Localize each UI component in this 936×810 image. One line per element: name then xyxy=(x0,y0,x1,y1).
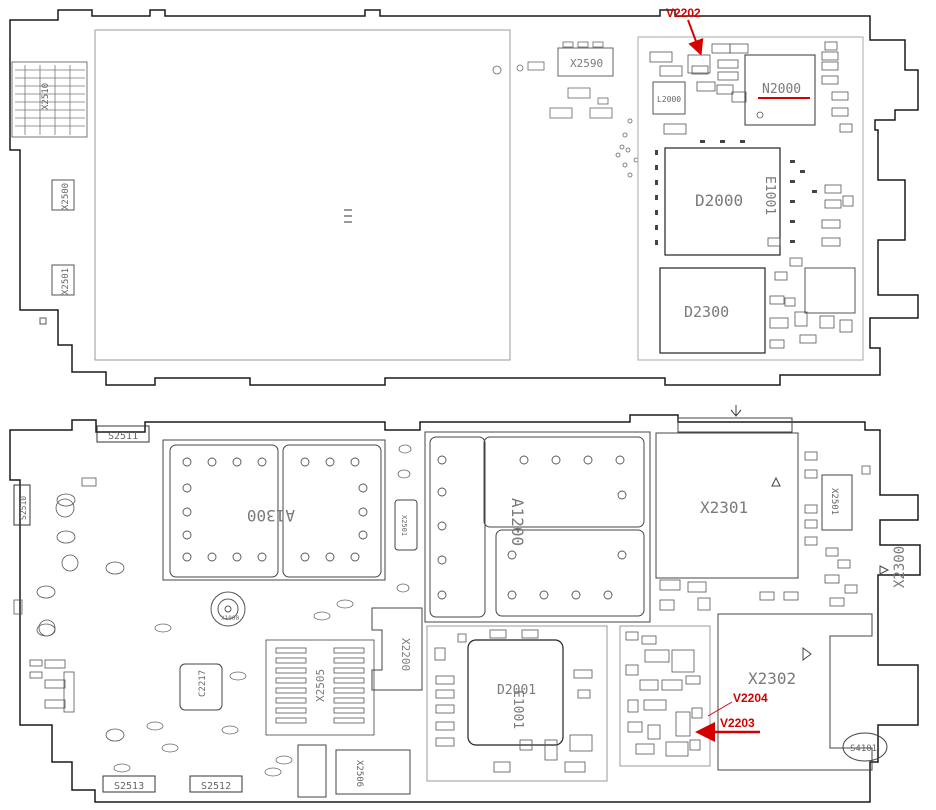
label-x2505: X2505 xyxy=(314,669,327,702)
label-e1001-top: E1001 xyxy=(762,176,777,215)
label-x2200: X2200 xyxy=(399,638,412,671)
top-board: X2510 X2500 X2501 X2590 N2000 xyxy=(9,9,919,386)
x2501-small xyxy=(394,499,418,551)
antenna-arrow xyxy=(730,409,742,417)
label-x2300: X2300 xyxy=(892,546,908,588)
x2506-side xyxy=(297,744,327,798)
s4101-button xyxy=(842,732,888,762)
label-s2510: S2510 xyxy=(19,496,28,520)
label-x2501b: X2501 xyxy=(400,515,408,536)
label-x2302: X2302 xyxy=(748,669,796,688)
misc-test-pads xyxy=(113,444,412,777)
label-e1001-bottom: E1001 xyxy=(510,690,525,729)
label-x2301: X2301 xyxy=(700,498,748,517)
s2511-switch xyxy=(96,425,150,443)
n2000-chip xyxy=(744,54,816,126)
top-board-outline xyxy=(9,9,919,386)
a1200-shield xyxy=(424,431,651,623)
label-x2501: X2501 xyxy=(61,268,71,295)
label-x2500: X2500 xyxy=(61,183,71,210)
d2001-parts xyxy=(434,629,593,773)
x2500-pad xyxy=(51,179,75,211)
l2000-inductor xyxy=(652,81,686,115)
callout-v2202: V2202 xyxy=(666,6,704,56)
callout-v2203: V2203 xyxy=(695,716,760,742)
arrow-v2202 xyxy=(687,19,704,56)
small-pad xyxy=(39,317,47,325)
a1300-pads xyxy=(182,457,368,562)
d2300-chip xyxy=(659,267,766,354)
s2510-switch xyxy=(13,484,31,526)
s2513-switch xyxy=(102,775,156,793)
label-d2300: D2300 xyxy=(684,303,729,321)
arrow-v2204 xyxy=(707,701,733,717)
label-n2000: N2000 xyxy=(762,82,801,97)
n2000-surrounding-parts xyxy=(649,41,853,135)
x2501-pad xyxy=(51,264,75,296)
x2300-marker xyxy=(879,565,890,575)
x2302-connector xyxy=(717,613,873,771)
power-section-parts xyxy=(625,631,703,757)
x2301-connector xyxy=(655,432,799,579)
label-c2217: C2217 xyxy=(198,670,208,697)
d2400-chip xyxy=(804,267,856,314)
baseband-area xyxy=(426,625,608,782)
test-pads-left xyxy=(13,477,125,742)
bottom-board-outline xyxy=(9,414,921,803)
lcd-center-marks xyxy=(344,209,352,223)
label-s2512: S2512 xyxy=(201,781,231,792)
label-x2590: X2590 xyxy=(570,57,603,70)
d2001-chip xyxy=(467,639,564,746)
label-v2204: V2204 xyxy=(733,691,768,705)
lcd-area xyxy=(94,29,511,361)
d2000-chip xyxy=(664,147,781,256)
label-x2506: X2506 xyxy=(354,760,364,787)
x2302-triangle-marker xyxy=(802,647,812,661)
d2000-side-parts xyxy=(821,184,854,247)
x1000-mic xyxy=(210,591,246,627)
top-mid-components xyxy=(492,41,639,178)
power-section xyxy=(619,625,711,767)
d2300-side-parts xyxy=(767,237,853,349)
label-v2203: V2203 xyxy=(720,716,755,730)
x1000-mic-center xyxy=(224,605,232,613)
label-l2000: L2000 xyxy=(657,95,681,104)
x2301-side-parts xyxy=(659,451,871,611)
label-x2501-rf: X2501 xyxy=(829,488,839,515)
rf-module-outline xyxy=(637,36,864,361)
label-s4101: S4101 xyxy=(850,744,877,754)
label-v2202: V2202 xyxy=(666,6,701,20)
x2200-connector xyxy=(371,607,423,691)
label-a1300: A1300 xyxy=(247,506,295,525)
x2501-rf xyxy=(821,474,853,531)
label-x1000: X1000 xyxy=(221,615,239,622)
s2512-switch xyxy=(189,775,243,793)
d2000-caps xyxy=(655,140,817,245)
x2505-connector xyxy=(265,639,375,736)
label-d2001: D2001 xyxy=(497,683,536,698)
x1000-mic-inner xyxy=(217,598,239,620)
c2217-capacitor xyxy=(179,663,223,711)
label-s2513: S2513 xyxy=(114,781,144,792)
label-d2000: D2000 xyxy=(695,191,743,210)
label-s2511: S2511 xyxy=(108,431,138,442)
label-a1200: A1200 xyxy=(508,498,527,546)
a1200-pads xyxy=(437,455,627,600)
label-x2510: X2510 xyxy=(41,83,51,110)
x2590-box xyxy=(557,47,614,77)
x2301-top-slot xyxy=(677,417,793,433)
x2510-connector xyxy=(11,61,88,138)
x2506-connector xyxy=(335,749,411,795)
a1300-shield xyxy=(162,439,386,581)
callout-v2204: V2204 xyxy=(707,691,768,717)
bottom-board: S2511 S2510 xyxy=(9,405,921,803)
x2301-triangle-marker xyxy=(771,476,781,487)
